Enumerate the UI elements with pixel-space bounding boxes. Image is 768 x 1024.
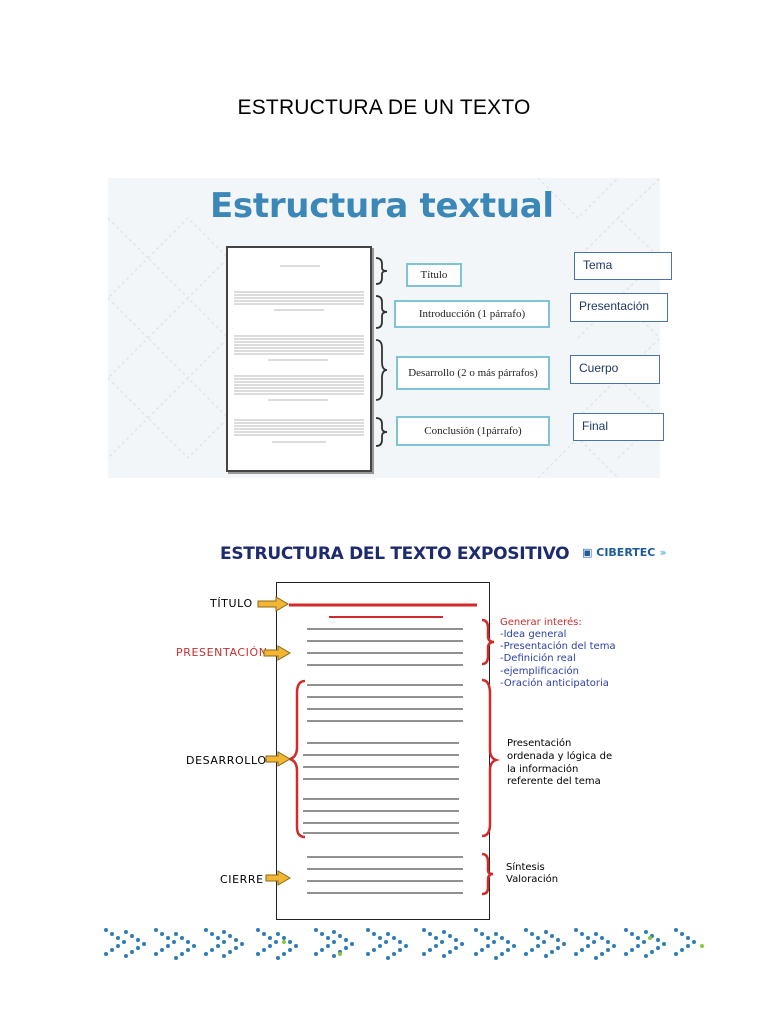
- presentation-heading: Generar interés:: [500, 617, 582, 628]
- chevron-decoration-icon: ›››: [659, 546, 666, 559]
- presentation-item: -Definición real: [500, 653, 576, 664]
- label-cierre: CIERRE: [220, 873, 264, 886]
- brace-icons: [375, 257, 388, 447]
- introduccion-box: Introducción (1 párrafo): [394, 300, 550, 328]
- cibertec-logo: ▣ CIBERTEC ›››: [582, 546, 667, 559]
- chevron-dots-decoration: [104, 928, 704, 960]
- titulo-box: Título: [406, 263, 462, 287]
- sheet-text-lines: [234, 265, 364, 443]
- document-sheet: [226, 246, 372, 472]
- arrow-icons: [257, 596, 291, 886]
- label-presentacion-expositivo: PRESENTACIÓN: [176, 646, 268, 659]
- desarrollo-box: Desarrollo (2 o más párrafos): [396, 356, 550, 390]
- cibertec-emblem-icon: ▣: [582, 546, 593, 559]
- cibertec-logo-text: CIBERTEC: [596, 546, 656, 559]
- presentation-item: -Idea general: [500, 629, 567, 640]
- expository-sheet-lines: [285, 603, 477, 894]
- expository-document-sheet: [276, 582, 490, 920]
- presentation-item: -ejemplificación: [500, 666, 579, 677]
- label-desarrollo: DESARROLLO: [186, 754, 267, 767]
- estructura-textual-figure: Estructura textual: [108, 178, 660, 478]
- conclusion-box: Conclusión (1párrafo): [396, 416, 550, 446]
- closing-note: Síntesis: [506, 862, 545, 873]
- label-tema: Tema: [574, 252, 672, 280]
- figure2-title: ESTRUCTURA DEL TEXTO EXPOSITIVO: [220, 544, 570, 564]
- development-note: la información: [507, 764, 579, 775]
- label-presentacion: Presentación: [570, 293, 668, 322]
- presentation-item: -Presentación del tema: [500, 641, 616, 652]
- development-note: Presentación: [507, 738, 572, 749]
- presentation-item: -Oración anticipatoria: [500, 678, 609, 689]
- development-note: ordenada y lógica de: [507, 751, 613, 762]
- closing-note: Valoración: [506, 874, 559, 885]
- page-title: ESTRUCTURA DE UN TEXTO: [237, 96, 531, 119]
- label-titulo: TÍTULO: [210, 597, 253, 610]
- label-cuerpo: Cuerpo: [570, 355, 660, 384]
- development-note: referente del tema: [507, 776, 601, 787]
- figure1-title: Estructura textual: [210, 186, 554, 226]
- red-brace-icons: [481, 618, 500, 896]
- label-final: Final: [573, 413, 664, 441]
